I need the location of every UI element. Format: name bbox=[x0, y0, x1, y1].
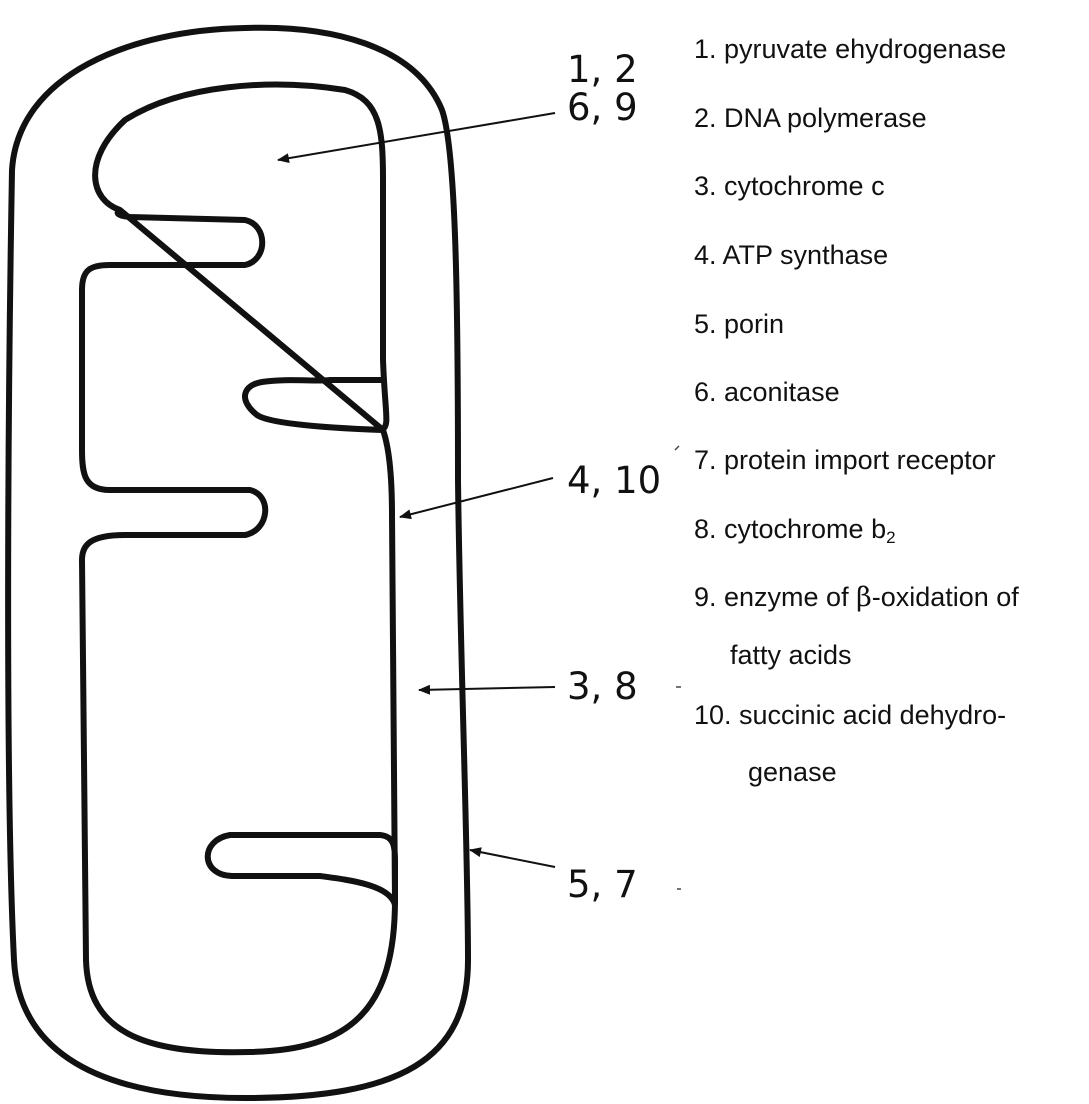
legend-item-9-post: -oxidation of bbox=[872, 582, 1019, 612]
legend-item-8-text: 8. cytochrome b bbox=[694, 514, 886, 544]
legend-item-1: 1. pyruvate ehydrogenase bbox=[694, 34, 1006, 65]
legend-item-5: 5. porin bbox=[694, 309, 784, 340]
legend-item-7: 7. protein import receptor bbox=[694, 445, 996, 476]
legend-item-8-subscript: 2 bbox=[886, 528, 895, 547]
legend-item-10-continued: genase bbox=[748, 757, 837, 788]
callout-matrix-line1: 1, 2 bbox=[567, 51, 638, 88]
inner-membrane bbox=[82, 85, 395, 1053]
arrow-matrix bbox=[278, 113, 555, 160]
legend-item-9-continued: fatty acids bbox=[730, 640, 852, 671]
legend-item-6: 6. aconitase bbox=[694, 377, 840, 408]
arrow-outer-membrane bbox=[470, 850, 555, 867]
arrow-inner-membrane bbox=[400, 478, 553, 517]
callout-outer-membrane: 5, 7 bbox=[567, 866, 638, 903]
callout-inner-membrane: 4, 10 bbox=[567, 462, 661, 499]
speck bbox=[675, 446, 679, 450]
outer-membrane bbox=[8, 28, 468, 1098]
callout-matrix-line2: 6, 9 bbox=[567, 89, 638, 126]
legend-item-3: 3. cytochrome c bbox=[694, 171, 885, 202]
beta-symbol: β bbox=[856, 582, 872, 613]
legend-item-8: 8. cytochrome b2 bbox=[694, 514, 896, 545]
arrow-intermembrane-space bbox=[419, 687, 555, 690]
legend-item-2: 2. DNA polymerase bbox=[694, 103, 927, 134]
callout-intermembrane-space: 3, 8 bbox=[567, 668, 638, 705]
legend-item-4: 4. ATP synthase bbox=[694, 240, 888, 271]
legend-item-9: 9. enzyme of β-oxidation of bbox=[694, 582, 1019, 613]
legend-item-10: 10. succinic acid dehydro- bbox=[694, 700, 1006, 731]
legend-item-9-pre: 9. enzyme of bbox=[694, 582, 856, 612]
